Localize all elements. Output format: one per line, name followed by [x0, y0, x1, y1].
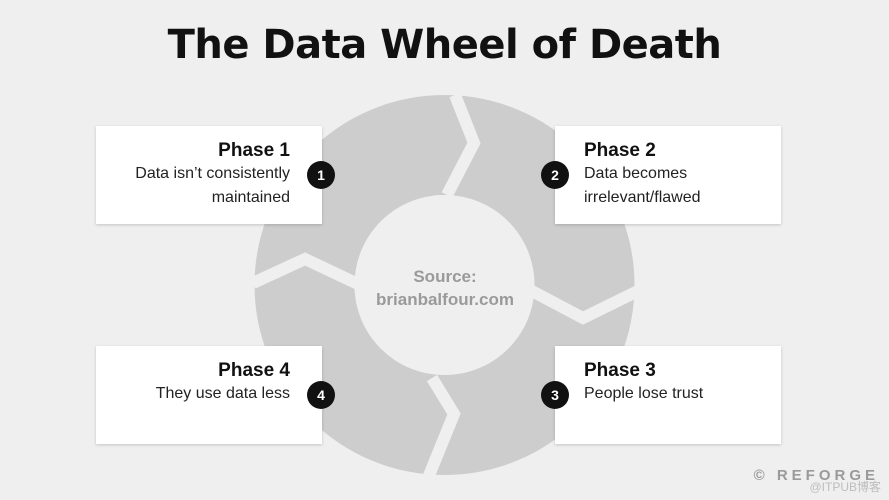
- phase-2-description-line-2: irrelevant/flawed: [584, 189, 701, 206]
- phase-4-title: Phase 4: [218, 360, 290, 381]
- segment-divider-4: [250, 252, 363, 291]
- page-title: The Data Wheel of Death: [167, 22, 722, 68]
- watermark-text: @ITPUB博客: [809, 480, 881, 494]
- phase-1-title: Phase 1: [218, 140, 290, 161]
- wheel-center: [354, 195, 535, 375]
- phase-3-card: Phase 3 People lose trust: [555, 346, 781, 444]
- source-url: brianbalfour.com: [376, 290, 514, 309]
- phase-3-title: Phase 3: [584, 360, 656, 381]
- phase-1-card: Phase 1 Data isn’t consistently maintain…: [96, 126, 322, 224]
- phase-1-description-line-1: Data isn’t consistently: [135, 165, 290, 182]
- phase-1-description-line-2: maintained: [211, 189, 290, 206]
- wheel-ring: [254, 95, 635, 475]
- phase-3-badge: 3: [541, 381, 569, 409]
- segment-divider-1: [441, 92, 481, 198]
- reforge-logo: © REFORGE: [753, 467, 879, 484]
- phase-4-card: Phase 4 They use data less: [96, 346, 322, 444]
- phase-1-badge: 1: [307, 161, 335, 189]
- phase-2-card: Phase 2 Data becomes irrelevant/flawed: [555, 126, 781, 224]
- phase-2-badge: 2: [541, 161, 569, 189]
- segment-divider-2: [527, 284, 643, 325]
- source-label: Source:: [413, 267, 477, 286]
- center-source-text: Source: brianbalfour.com: [345, 265, 545, 311]
- segment-divider-3: [422, 374, 461, 481]
- wheel-segment-dividers: [250, 92, 643, 481]
- phase-3-description: People lose trust: [584, 385, 704, 402]
- phase-4-description: They use data less: [155, 385, 290, 402]
- phase-4-badge: 4: [307, 381, 335, 409]
- phase-2-title: Phase 2: [584, 140, 656, 161]
- phase-2-description-line-1: Data becomes: [584, 165, 688, 182]
